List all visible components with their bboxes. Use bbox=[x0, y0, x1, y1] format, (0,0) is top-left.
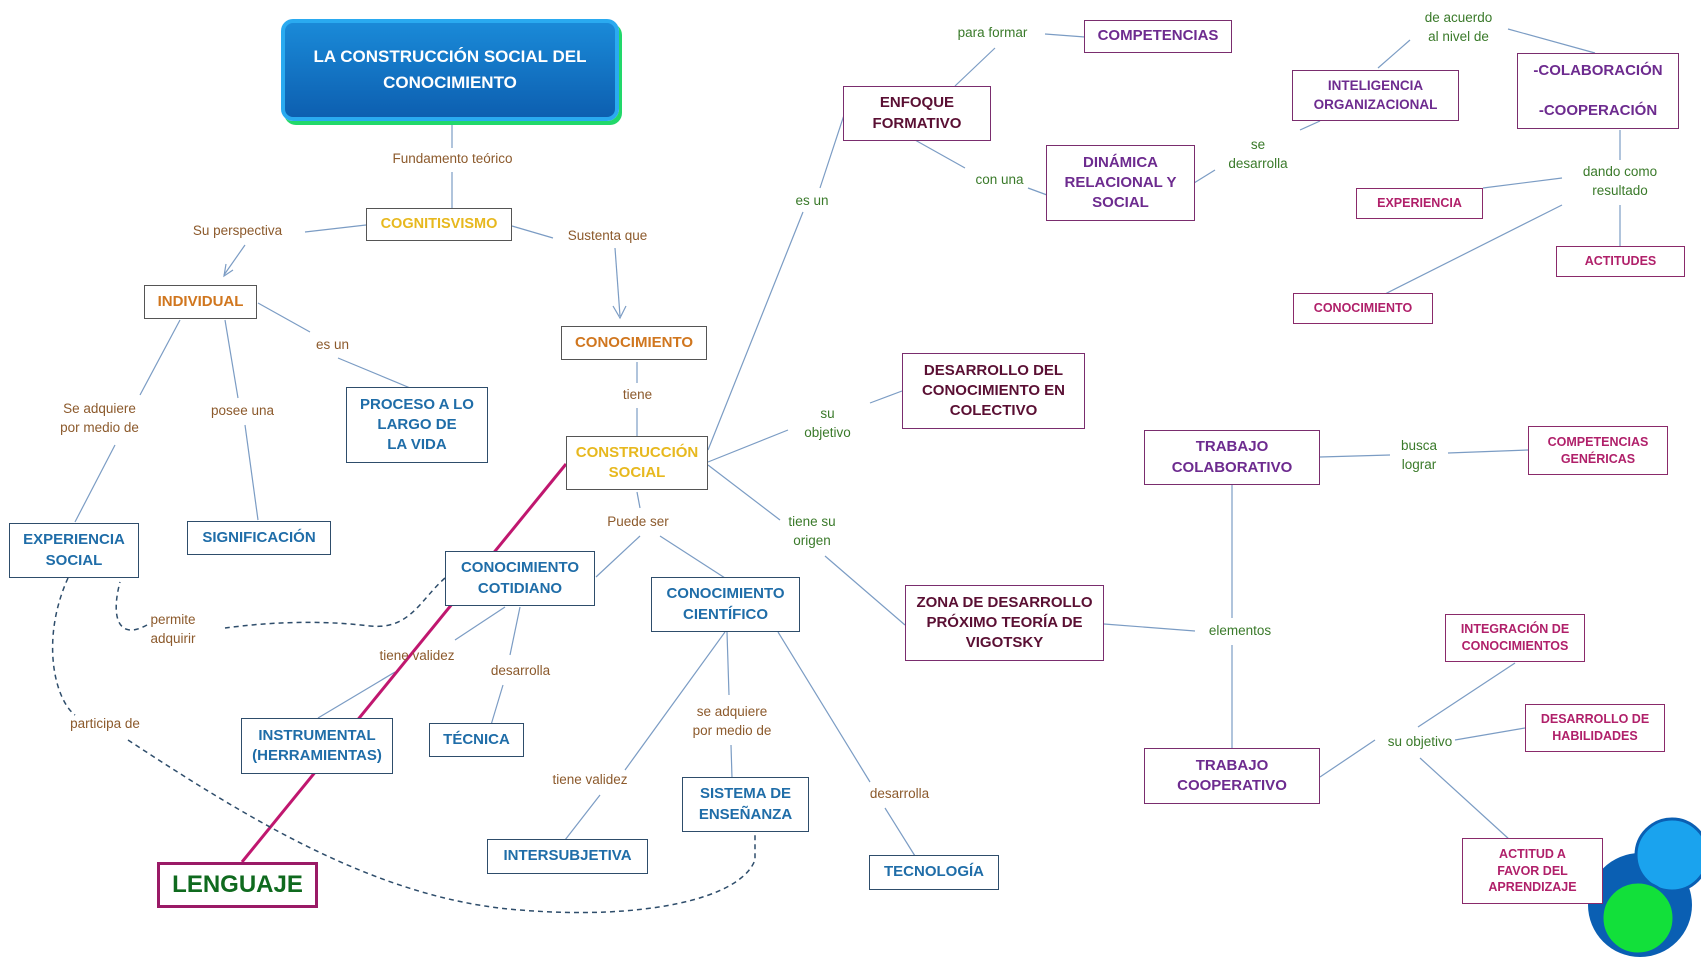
node-desarrollo-colectivo: DESARROLLO DEL CONOCIMIENTO EN COLECTIVO bbox=[902, 353, 1085, 429]
node-lenguaje: LENGUAJE bbox=[157, 862, 318, 908]
node-actitud-aprendizaje: ACTITUD A FAVOR DEL APRENDIZAJE bbox=[1462, 838, 1603, 904]
link-desarrolla-1: desarrolla bbox=[490, 663, 551, 678]
node-trabajo-colaborativo: TRABAJO COLABORATIVO bbox=[1144, 430, 1320, 485]
link-tiene-validez-2: tiene validez bbox=[552, 772, 628, 787]
link-es-un-top: es un bbox=[795, 193, 829, 208]
node-individual: INDIVIDUAL bbox=[144, 285, 257, 319]
node-sistema-ensenanza: SISTEMA DE ENSEÑANZA bbox=[682, 777, 809, 832]
node-inteligencia: INTELIGENCIA ORGANIZACIONAL bbox=[1292, 70, 1459, 121]
map-title: LA CONSTRUCCIÓN SOCIAL DEL CONOCIMIENTO bbox=[281, 19, 619, 121]
node-proceso: PROCESO A LO LARGO DE LA VIDA bbox=[346, 387, 488, 463]
node-colaboracion-cooperacion: -COLABORACIÓN -COOPERACIÓN bbox=[1517, 53, 1679, 129]
link-participa: participa de bbox=[70, 716, 140, 731]
link-dando: dando como resultado bbox=[1582, 164, 1658, 198]
node-cognitivismo: COGNITISVISMO bbox=[366, 208, 512, 241]
link-su-objetivo: su objetivo bbox=[804, 406, 851, 440]
link-busca: busca lograr bbox=[1400, 438, 1438, 472]
link-tiene-origen: tiene su origen bbox=[788, 514, 836, 548]
link-sustenta: Sustenta que bbox=[567, 228, 648, 243]
node-conocimiento-cientifico: CONOCIMIENTO CIENTÍFICO bbox=[651, 577, 800, 632]
link-fundamento: Fundamento teórico bbox=[392, 151, 513, 166]
link-desarrolla-2: desarrolla bbox=[869, 786, 930, 801]
node-integracion: INTEGRACIÓN DE CONOCIMIENTOS bbox=[1445, 614, 1585, 662]
node-instrumental: INSTRUMENTAL (HERRAMIENTAS) bbox=[241, 718, 393, 774]
node-conocimiento-right: CONOCIMIENTO bbox=[1293, 293, 1433, 324]
link-puede-ser: Puede ser bbox=[607, 514, 669, 529]
link-se-adquiere: Se adquiere por medio de bbox=[60, 401, 139, 435]
decorative-circles bbox=[1588, 817, 1701, 957]
node-actitudes: ACTITUDES bbox=[1556, 246, 1685, 277]
link-su-objetivo-2: su objetivo bbox=[1387, 734, 1453, 749]
link-se-adquiere-2: se adquiere por medio de bbox=[692, 704, 772, 738]
node-significacion: SIGNIFICACIÓN bbox=[187, 521, 331, 555]
node-experiencia-social: EXPERIENCIA SOCIAL bbox=[9, 523, 139, 578]
link-tiene-validez-1: tiene validez bbox=[379, 648, 455, 663]
node-zona-desarrollo: ZONA DE DESARROLLO PRÓXIMO TEORÍA DE VIG… bbox=[905, 585, 1104, 661]
node-tecnologia: TECNOLOGÍA bbox=[869, 855, 999, 890]
node-enfoque-formativo: ENFOQUE FORMATIVO bbox=[843, 86, 991, 141]
link-elementos: elementos bbox=[1208, 623, 1272, 638]
node-trabajo-cooperativo: TRABAJO COOPERATIVO bbox=[1144, 748, 1320, 804]
node-dinamica: DINÁMICA RELACIONAL Y SOCIAL bbox=[1046, 145, 1195, 221]
link-con-una: con una bbox=[975, 172, 1024, 187]
node-construccion-social: CONSTRUCCIÓN SOCIAL bbox=[566, 436, 708, 490]
link-posee: posee una bbox=[210, 403, 275, 418]
node-tecnica: TÉCNICA bbox=[429, 723, 524, 757]
link-permite: permite adquirir bbox=[150, 612, 196, 646]
link-de-acuerdo: de acuerdo al nivel de bbox=[1424, 10, 1493, 44]
node-competencias: COMPETENCIAS bbox=[1084, 20, 1232, 53]
node-experiencia: EXPERIENCIA bbox=[1356, 188, 1483, 219]
link-tiene: tiene bbox=[622, 387, 653, 402]
link-se-desarrolla: se desarrolla bbox=[1228, 137, 1288, 171]
link-para-formar: para formar bbox=[957, 25, 1028, 40]
node-desarrollo-habilidades: DESARROLLO DE HABILIDADES bbox=[1525, 704, 1665, 752]
node-conocimiento: CONOCIMIENTO bbox=[561, 326, 707, 360]
link-perspectiva: Su perspectiva bbox=[192, 223, 283, 238]
node-intersubjetiva: INTERSUBJETIVA bbox=[487, 839, 648, 874]
link-es-un-left: es un bbox=[315, 337, 350, 352]
node-conocimiento-cotidiano: CONOCIMIENTO COTIDIANO bbox=[445, 551, 595, 606]
node-competencias-genericas: COMPETENCIAS GENÉRICAS bbox=[1528, 426, 1668, 475]
